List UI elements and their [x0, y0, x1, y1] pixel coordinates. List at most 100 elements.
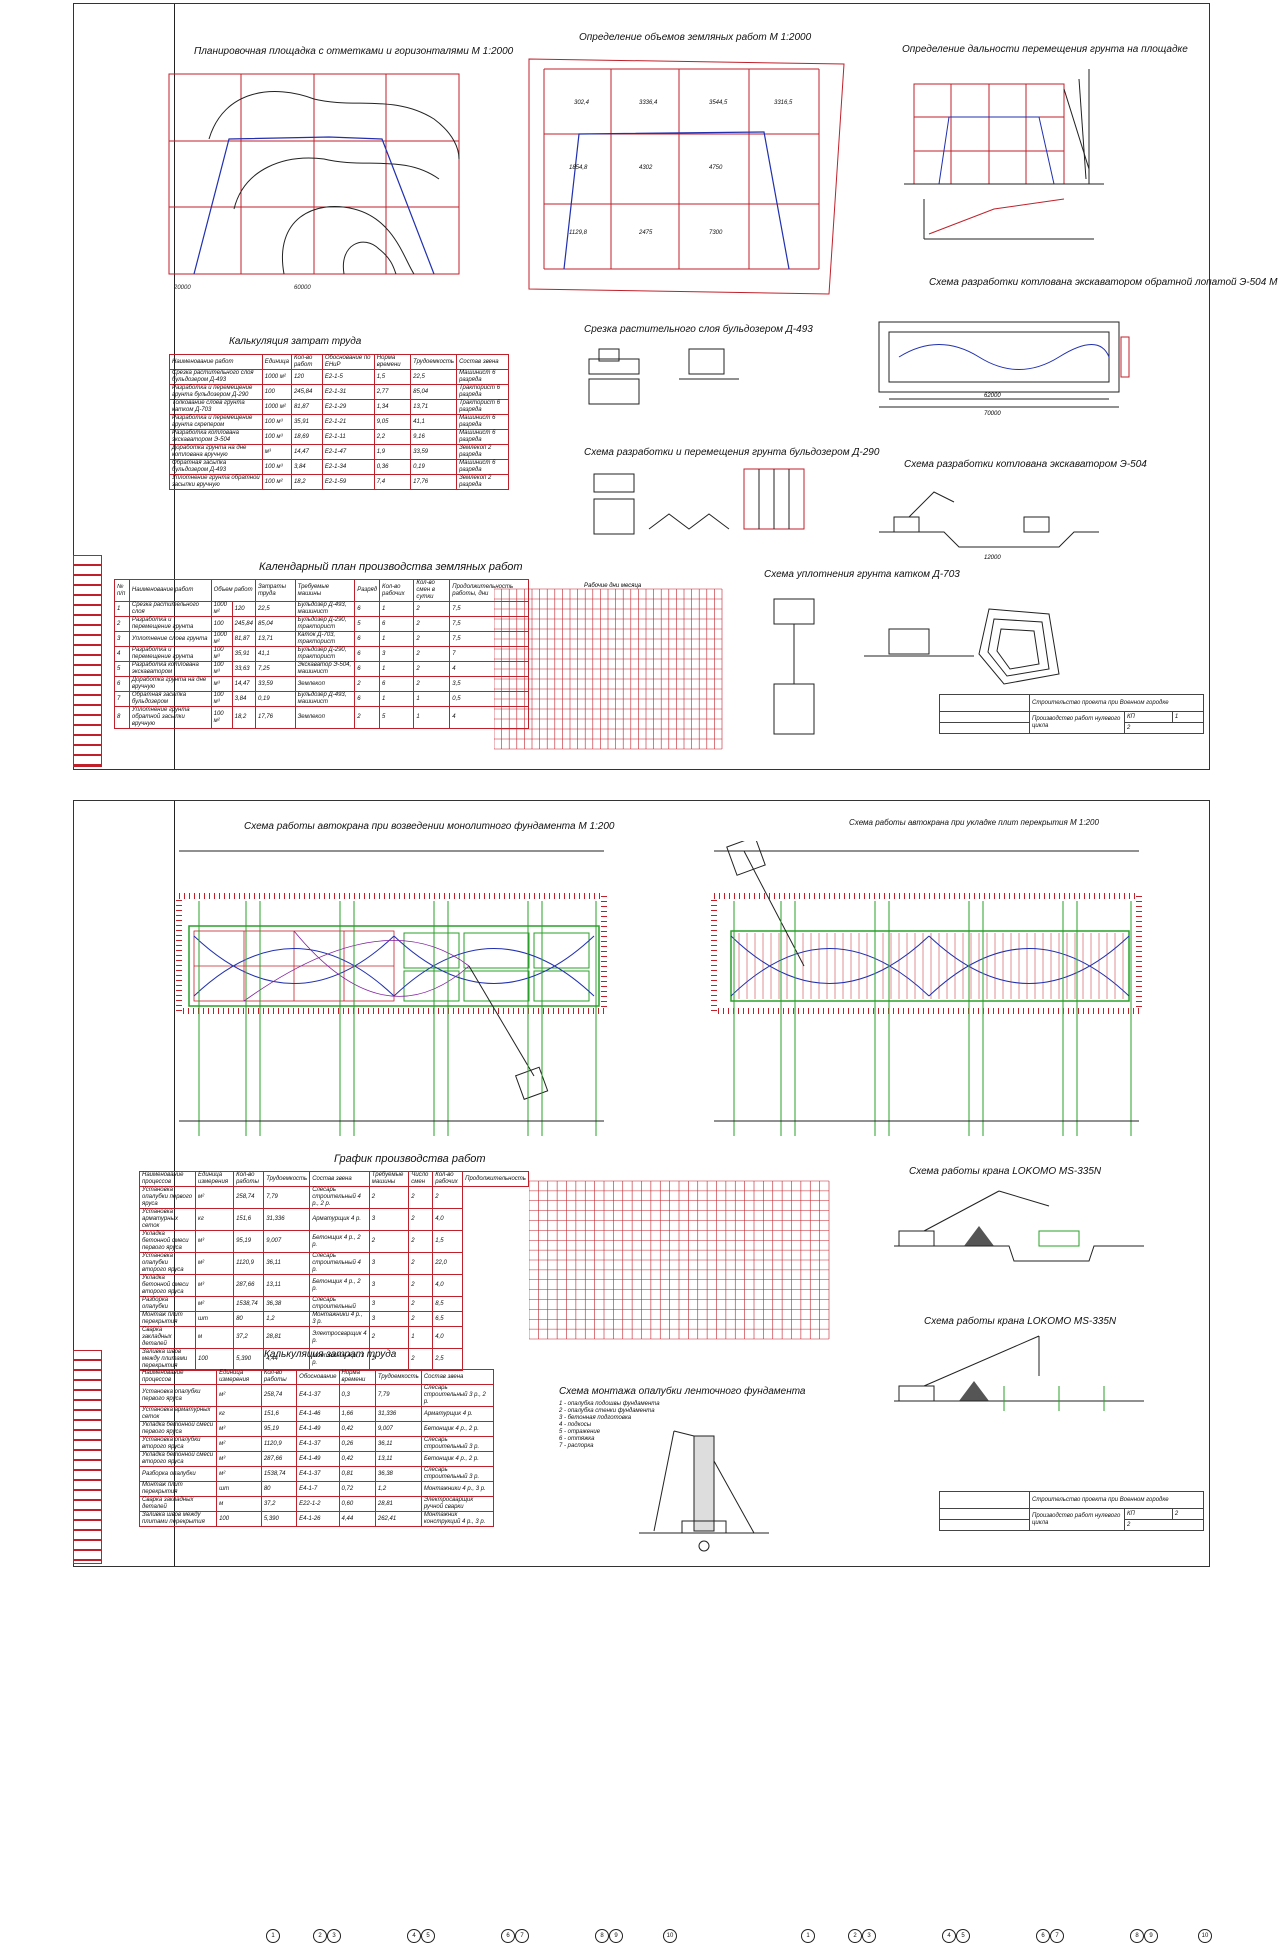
- schedule-title-1: Календарный план производства земляных р…: [259, 561, 523, 573]
- table-cell: Слесарь строительный 3 р., 2 р.: [420, 1384, 495, 1407]
- table-cell: 2: [432, 1186, 464, 1209]
- table-cell: 8,5: [432, 1296, 464, 1312]
- table-cell: 3: [379, 646, 415, 662]
- col-header: Число смен: [408, 1171, 434, 1187]
- stamp-sheet-num-2: 2: [1171, 1508, 1205, 1520]
- table-cell: Установка опалубки первого яруса: [139, 1186, 196, 1209]
- table-cell: 18,69: [290, 429, 323, 445]
- table-cell: Машинист 6 разряда: [456, 414, 509, 430]
- volume-cell-10: 1129,8: [569, 230, 588, 236]
- table-cell: 3: [368, 1274, 410, 1297]
- table-cell: Машинист 6 разряда: [456, 369, 509, 385]
- col-header: Кол-во смен в сутки: [413, 579, 451, 602]
- col-header: Состав звена: [309, 1171, 370, 1187]
- table-cell: 36,11: [374, 1436, 422, 1452]
- table-cell: Бетонщик 4 р., 2 р.: [309, 1230, 370, 1253]
- table-cell: м³: [216, 1451, 262, 1467]
- table-cell: 287,66: [233, 1274, 265, 1297]
- table-cell: Укладка бетонной смеси первого яруса: [139, 1230, 196, 1253]
- table-cell: 0,42: [338, 1451, 376, 1467]
- table-cell: 95,19: [260, 1421, 298, 1437]
- table-cell: 100: [194, 1348, 235, 1371]
- table-cell: 6: [354, 646, 381, 662]
- table-cell: Разработка котлована экскаватором: [128, 661, 212, 677]
- table-cell: 13,71: [254, 631, 296, 647]
- table-cell: 41,1: [254, 646, 296, 662]
- col-header: Единица: [261, 354, 292, 370]
- table-cell: Е2-1-59: [321, 474, 375, 490]
- table-cell: Толкование слоев грунта катком Д-703: [169, 399, 263, 415]
- bulldozer-drawing: [593, 468, 805, 535]
- table-cell: Срезка растительного слоя: [128, 601, 212, 617]
- table-cell: 4,0: [432, 1326, 464, 1349]
- volume-cell-6: 4302: [639, 165, 653, 171]
- crane1-title: Схема работы крана LOKOMO MS-335N: [909, 1166, 1102, 1177]
- table-cell: 0,19: [410, 459, 458, 475]
- table-cell: 4,0: [432, 1274, 464, 1297]
- excavator-pit-drawing: 62000 70000: [878, 321, 1130, 417]
- table-cell: Машинист 6 разряда: [456, 459, 509, 475]
- table-cell: 120: [231, 601, 256, 617]
- table-cell: кг: [194, 1208, 235, 1231]
- table-cell: Экскаватор Э-504, машинист: [294, 661, 356, 677]
- table-cell: 1000 м²: [261, 399, 292, 415]
- table-cell: 262,41: [374, 1511, 422, 1527]
- axis-marker: 8: [595, 1929, 609, 1943]
- table-cell: Слесарь строительный 3 р.: [420, 1436, 495, 1452]
- table-cell: 151,6: [260, 1406, 298, 1422]
- labor-table-2: Наименование процессов Единица измерения…: [138, 1369, 495, 1527]
- table-cell: 8: [114, 706, 130, 729]
- table-cell: 35,91: [231, 646, 256, 662]
- table-cell: Разработка и перемещение грунта бульдозе…: [169, 384, 263, 400]
- table-cell: 2: [413, 601, 451, 617]
- table-cell: 37,2: [260, 1496, 298, 1512]
- table-cell: 2,5: [432, 1348, 464, 1371]
- legend-item: 1 - опалубка подошвы фундамента: [559, 1401, 660, 1407]
- col-header: Трудоемкость: [263, 1171, 311, 1187]
- table-cell: 7: [114, 691, 130, 707]
- table-cell: 2: [408, 1296, 434, 1312]
- col-header: № п/п: [114, 579, 130, 602]
- pit-width-dim: 12000: [984, 555, 1001, 561]
- legend-item: 2 - опалубка стенки фундамента: [559, 1408, 655, 1414]
- table-cell: Установка арматурных сеток: [138, 1406, 218, 1422]
- table-cell: 6: [354, 691, 381, 707]
- pit-inner-dim: 62000: [984, 393, 1001, 399]
- table-cell: 2: [408, 1348, 434, 1371]
- table-cell: Е4-1-46: [296, 1406, 340, 1422]
- table-cell: м³: [216, 1421, 262, 1437]
- grid-plan-dim-2: 60000: [294, 285, 311, 291]
- table-cell: 2: [368, 1230, 410, 1253]
- roller-title: Схема уплотнения грунта катком Д-703: [764, 569, 960, 580]
- table-cell: 1,34: [373, 399, 412, 415]
- table-cell: 28,81: [263, 1326, 311, 1349]
- axis-marker: 4: [407, 1929, 421, 1943]
- table-cell: кг: [216, 1406, 262, 1422]
- stamp-project-1: Строительство проекта при Военном городк…: [1029, 694, 1204, 712]
- volume-cell-8: 2475: [638, 230, 653, 236]
- col-header: Кол-во работ: [290, 354, 323, 370]
- table-cell: 0,19: [254, 691, 296, 707]
- table-cell: 2,2: [373, 429, 412, 445]
- table-cell: Землекоп 2 разряда: [456, 474, 509, 490]
- table-cell: м³: [194, 1274, 235, 1297]
- table-cell: Е2-1-47: [321, 444, 375, 460]
- table-cell: Установка арматурных сеток: [139, 1208, 196, 1231]
- table-cell: Е4-1-49: [296, 1421, 340, 1437]
- drawing-sheet-1: Планировочная площадка с отметками и гор…: [73, 3, 1280, 770]
- table-cell: 1120,9: [233, 1252, 265, 1275]
- table-cell: Слесарь строительный 4 р.: [309, 1252, 370, 1275]
- table-cell: 4,0: [432, 1208, 464, 1231]
- stamp-stage-1: КП: [1124, 711, 1173, 723]
- col-header: Наименование работ: [169, 354, 263, 370]
- table-cell: Разработка и перемещение грунта скреперо…: [169, 414, 263, 430]
- table-cell: 22,5: [410, 369, 458, 385]
- stamp-spacer: [939, 1519, 1030, 1531]
- table-cell: Укладка бетонной смеси первого яруса: [138, 1421, 218, 1437]
- table-cell: Бетонщик 4 р., 2 р.: [309, 1274, 370, 1297]
